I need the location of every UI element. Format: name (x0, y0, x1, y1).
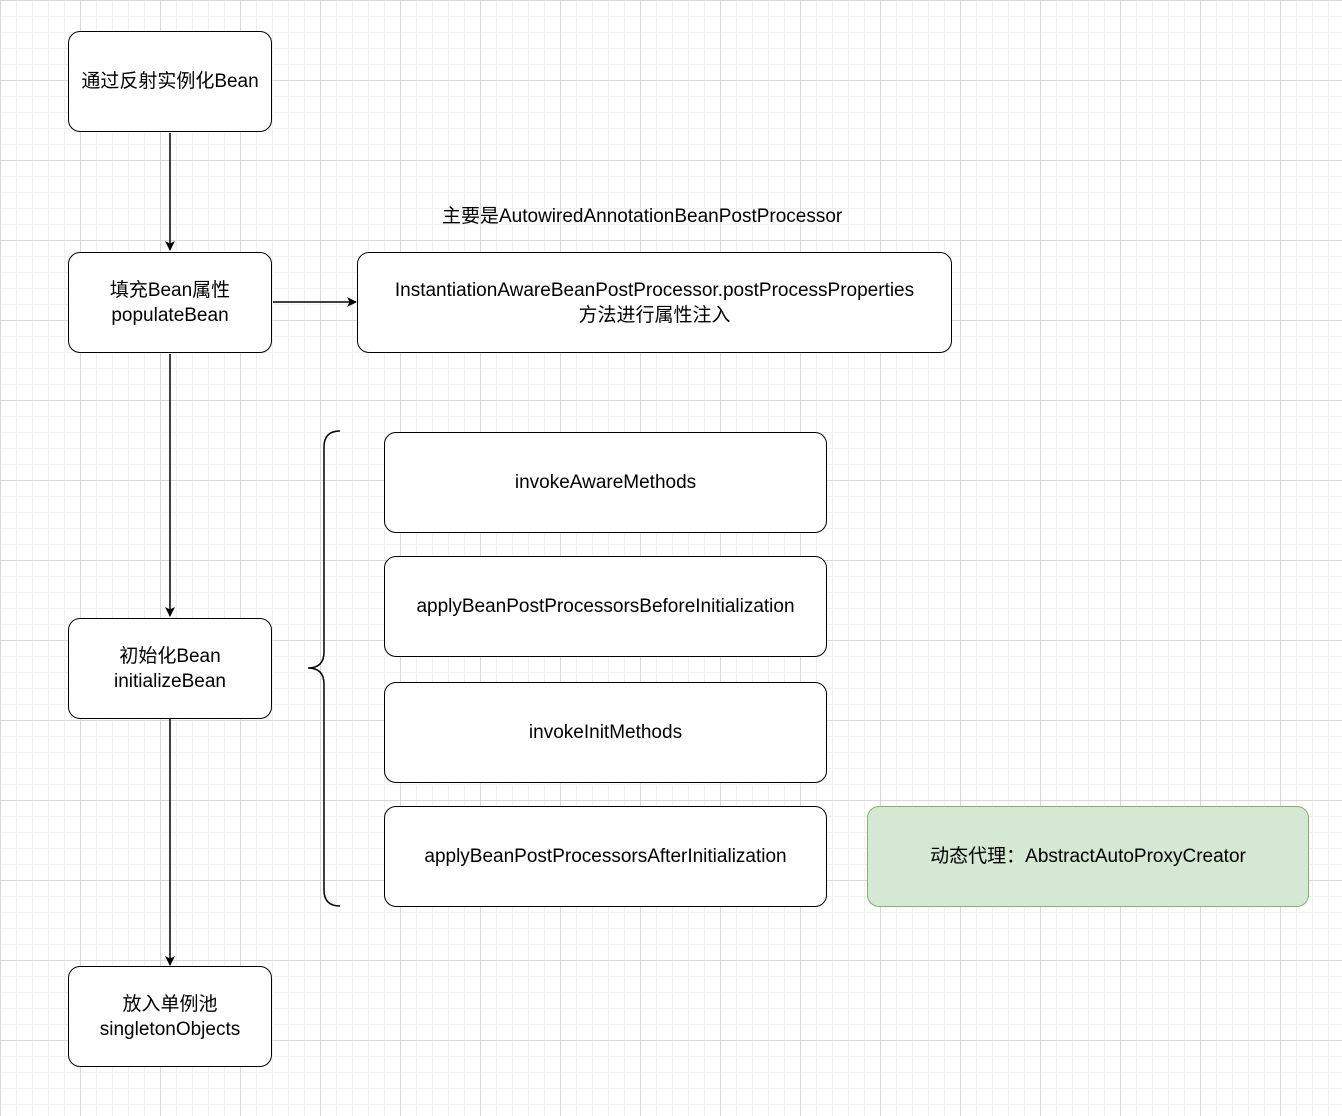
populate-bean-label-method: populateBean (111, 304, 229, 326)
populate-bean-node[interactable]: 填充Bean属性 populateBean (68, 252, 272, 353)
post-process-properties-node[interactable]: InstantiationAwareBeanPostProcessor.post… (357, 252, 952, 353)
instantiate-bean-label: 通过反射实例化Bean (81, 71, 259, 92)
singleton-pool-label-field: singletonObjects (99, 1018, 241, 1040)
instantiate-bean-node[interactable]: 通过反射实例化Bean (68, 31, 272, 132)
post-process-properties-desc: 方法进行属性注入 (578, 304, 731, 326)
before-initialization-node[interactable]: applyBeanPostProcessorsBeforeInitializat… (384, 556, 827, 657)
before-initialization-label: applyBeanPostProcessorsBeforeInitializat… (416, 596, 795, 617)
invoke-init-methods-label: invokeInitMethods (528, 722, 683, 743)
initialize-bean-label-cn: 初始化Bean (119, 645, 221, 667)
autowired-annotation-note: 主要是AutowiredAnnotationBeanPostProcessor (442, 206, 843, 227)
dynamic-proxy-node[interactable]: 动态代理：AbstractAutoProxyCreator (867, 806, 1309, 907)
dynamic-proxy-label: 动态代理：AbstractAutoProxyCreator (930, 846, 1246, 867)
populate-bean-label-cn: 填充Bean属性 (109, 279, 231, 301)
invoke-aware-methods-label: invokeAwareMethods (514, 472, 697, 493)
after-initialization-node[interactable]: applyBeanPostProcessorsAfterInitializati… (384, 806, 827, 907)
post-process-properties-label: InstantiationAwareBeanPostProcessor.post… (394, 279, 915, 301)
after-initialization-label: applyBeanPostProcessorsAfterInitializati… (424, 846, 787, 867)
curly-brace (307, 430, 341, 907)
singleton-pool-node[interactable]: 放入单例池 singletonObjects (68, 966, 272, 1067)
singleton-pool-label-cn: 放入单例池 (122, 993, 218, 1015)
initialize-bean-node[interactable]: 初始化Bean initializeBean (68, 618, 272, 719)
invoke-aware-methods-node[interactable]: invokeAwareMethods (384, 432, 827, 533)
invoke-init-methods-node[interactable]: invokeInitMethods (384, 682, 827, 783)
initialize-bean-label-method: initializeBean (114, 670, 226, 692)
